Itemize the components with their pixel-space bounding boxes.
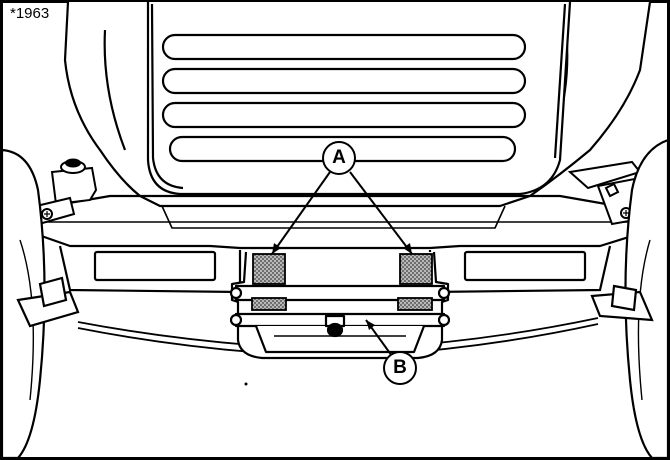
weight-bracket [229,251,451,360]
front-bumper [26,194,647,250]
callout-b: B [383,351,417,385]
grille-slots [161,33,527,163]
bumper-pads [251,253,433,311]
leader-arrowheads [272,243,412,330]
hood [63,1,652,198]
left-front-wheel [0,148,80,460]
figure-reference-number: *1963 [6,4,56,25]
lower-frame [58,245,612,294]
speck [244,382,248,386]
right-front-wheel [590,138,670,460]
callout-a: A [322,141,356,175]
right-bracket [567,160,648,226]
